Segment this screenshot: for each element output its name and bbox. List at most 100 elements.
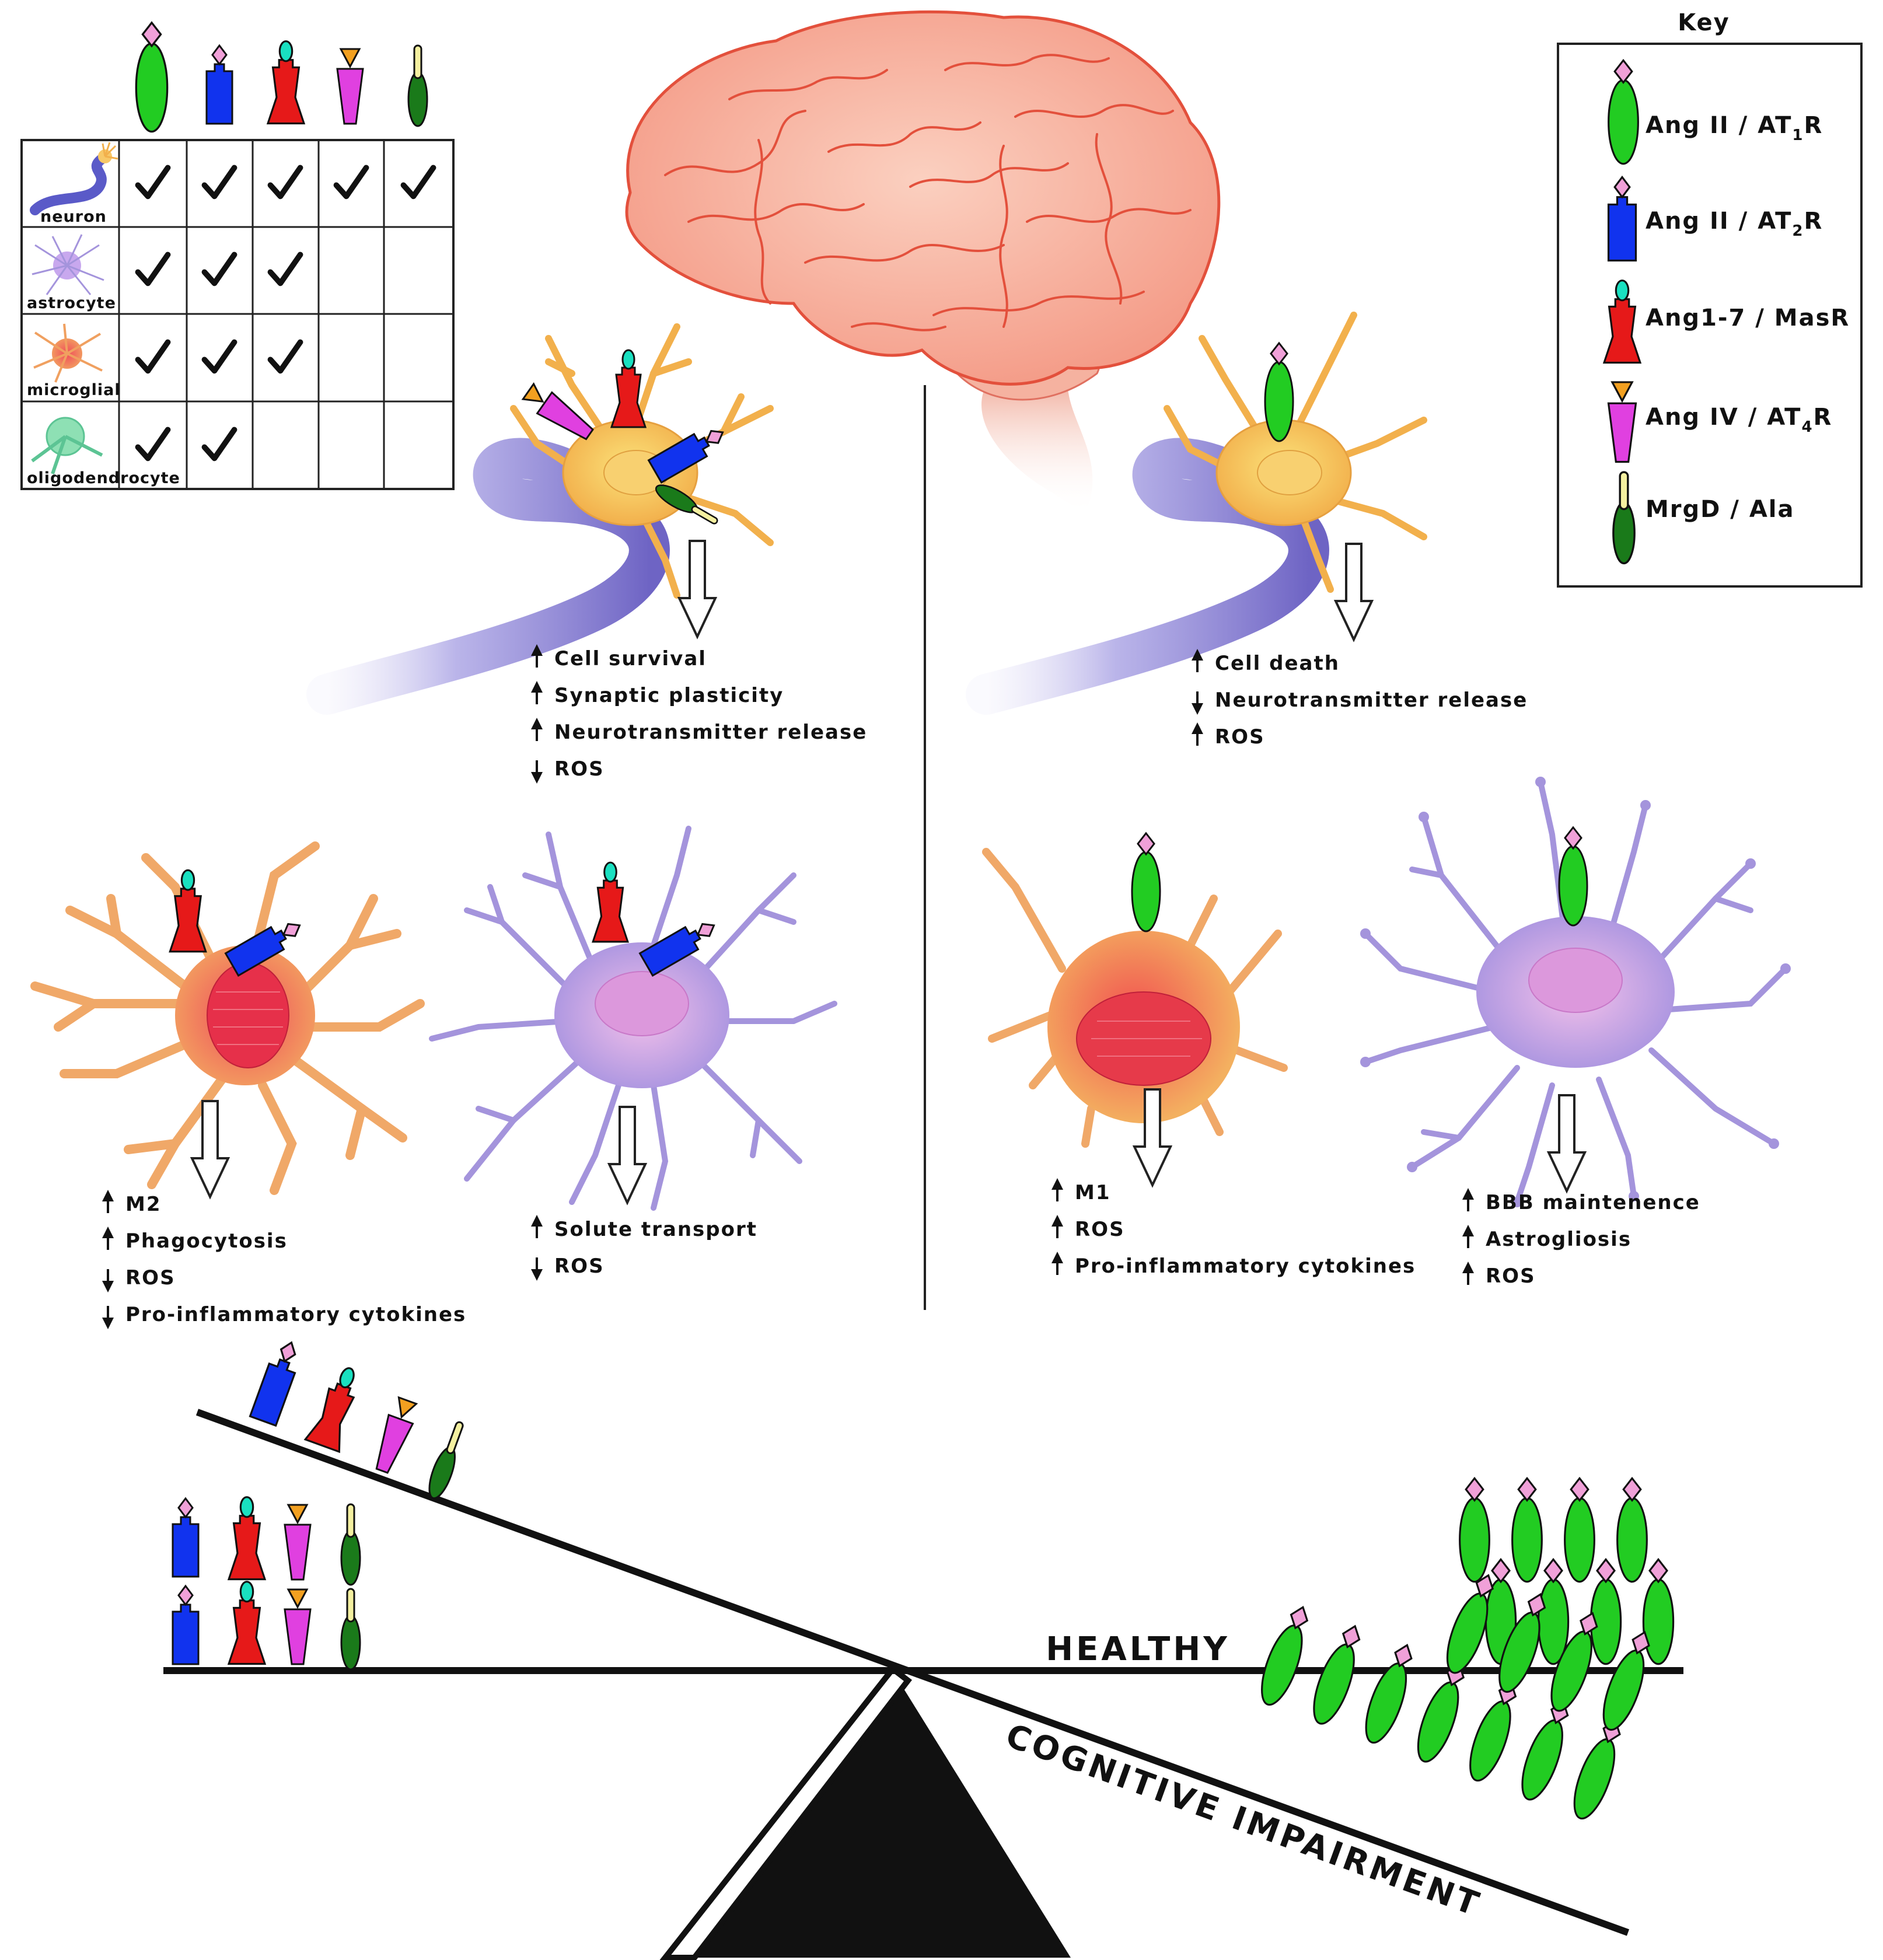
neuron-masr-receptor: [610, 349, 647, 428]
mrgd-ala-icon: [423, 1418, 470, 1503]
astrocyte-at1r-receptor: [1558, 826, 1588, 927]
row-label-astrocyte: astrocyte: [27, 294, 116, 312]
fulcrum: [691, 1681, 1071, 1958]
ang-ii-at1r-icon: [1511, 1477, 1543, 1583]
mrgd-ala-icon: [340, 1588, 361, 1671]
microglia-at1r-receptor: [1131, 832, 1161, 932]
effect-text: Pro-inflammatory cytokines: [125, 1303, 466, 1326]
effect-text: M2: [125, 1193, 162, 1216]
ang-iv-at4r-icon: [336, 48, 364, 125]
effect-text: ROS: [554, 757, 605, 781]
row-label-oligodendrocyte: oligodendrocyte: [27, 469, 180, 487]
healthy-astrocyte: [429, 826, 837, 1211]
key-legend: Key Ang II / AT1R Ang II / AT2R Ang1-7 /…: [1557, 9, 1863, 588]
impaired-label: COGNITIVE IMPAIRMENT: [1001, 1717, 1486, 1924]
astrocyte-impaired-down-arrow-icon: [1549, 1095, 1585, 1191]
ang-ii-at2r-icon: [172, 1497, 200, 1578]
key-label-masr: Ang1-7 / MasR: [1646, 305, 1850, 331]
ang-ii-at1r-icon: [1409, 1658, 1475, 1767]
key-label-at1r: Ang II / AT1R: [1646, 112, 1823, 144]
thumb-neuron-icon: [30, 142, 118, 215]
effect-text: ROS: [125, 1266, 176, 1290]
effect-text: BBB maintenence: [1486, 1191, 1700, 1214]
impaired-microglia: [982, 832, 1288, 1148]
ang-iv-at4r-icon: [284, 1588, 312, 1665]
impaired-neuron: [966, 312, 1427, 715]
table-header-icons: [135, 22, 428, 133]
neuron-healthy-down-arrow-icon: [679, 541, 715, 637]
key-title: Key: [1678, 9, 1730, 36]
ang-ii-at1r-icon: [1537, 1558, 1570, 1665]
mrgd-ala-icon: [407, 44, 428, 127]
thumb-oligodendrocyte-icon: [31, 417, 103, 474]
key-label-at4r: Ang IV / AT4R: [1646, 404, 1832, 436]
effect-text: Synaptic plasticity: [554, 684, 784, 707]
ang1-7-masr-icon: [228, 1581, 266, 1665]
thumb-astrocyte-icon: [32, 234, 104, 295]
ang-ii-at2r-icon: [172, 1585, 200, 1665]
neuron-at1r-receptor: [1264, 342, 1294, 442]
astrocyte-healthy-down-arrow-icon: [609, 1107, 645, 1203]
key-label-mrgd: MrgD / Ala: [1646, 496, 1795, 523]
expression-table: neuron astrocyte microglial oligodendroc…: [20, 22, 455, 490]
ang-iv-at4r-icon: [284, 1504, 312, 1581]
effect-text: ROS: [1486, 1264, 1536, 1288]
ang-ii-at1r-icon: [1564, 1477, 1595, 1583]
ang-ii-at1r-icon: [1305, 1620, 1370, 1730]
fulcrum-edge: [659, 1665, 913, 1960]
healthy-microglia: [30, 841, 425, 1195]
effect-text: Cell death: [1215, 652, 1340, 675]
ang-ii-at1r-icon: [1589, 1558, 1622, 1665]
tilted-beam-protective-receptors: [249, 1337, 470, 1503]
key-label-at2r: Ang II / AT2R: [1646, 208, 1823, 240]
astrocyte-endfeet: [1360, 777, 1791, 1207]
ang-ii-at1r-icon: [1252, 1601, 1318, 1711]
neuron-impaired-down-arrow-icon: [1336, 544, 1372, 640]
effect-text: M1: [1075, 1181, 1111, 1204]
ang-ii-at1r-icon: [1565, 1715, 1630, 1825]
brain-gyri: [664, 54, 1192, 331]
ang1-7-masr-icon: [304, 1361, 369, 1453]
ang-ii-at1r-icon: [1642, 1558, 1675, 1665]
brain-illustration: [625, 10, 1221, 513]
healthy-label: HEALTHY: [1046, 1630, 1230, 1668]
effect-text: Neurotransmitter release: [554, 721, 867, 744]
ang-ii-at1r-icon: [1461, 1677, 1526, 1787]
impaired-astrocyte: [1360, 777, 1791, 1207]
ang-ii-at1r-icon: [135, 22, 169, 133]
ang-ii-at1r-icon: [1459, 1477, 1490, 1583]
effect-text: ROS: [1215, 725, 1265, 749]
mrgd-ala-icon: [340, 1503, 361, 1586]
effect-text: ROS: [554, 1255, 605, 1278]
healthy-beam-protective-receptors: [172, 1496, 361, 1671]
ang-ii-at2r-icon: [249, 1337, 306, 1427]
ang-ii-at1r-icon: [1616, 1477, 1648, 1583]
balance-scale: HEALTHY COGNITIVE IMPAIRMENT: [163, 1337, 1683, 1960]
ang-ii-at1r-icon: [1357, 1639, 1422, 1749]
ang-ii-at2r-icon: [205, 44, 233, 125]
row-label-microglial: microglial: [27, 381, 121, 399]
ang-iv-at4r-icon: [369, 1395, 421, 1476]
effect-text: Astrogliosis: [1486, 1228, 1632, 1251]
astrocyte-masr-receptor: [592, 861, 629, 943]
ang1-7-masr-icon: [267, 40, 305, 125]
table-row-labels: neuron astrocyte microglial oligodendroc…: [27, 208, 180, 487]
table-gridlines: [22, 140, 453, 489]
ang-ii-at1r-icon: [1513, 1696, 1578, 1805]
effect-text: Pro-inflammatory cytokines: [1075, 1255, 1416, 1278]
effect-text: Cell survival: [554, 647, 707, 670]
effect-text: Neurotransmitter release: [1215, 689, 1528, 712]
effect-text: Phagocytosis: [125, 1229, 288, 1253]
ang1-7-masr-icon: [228, 1496, 266, 1581]
healthy-neuron: [306, 323, 774, 715]
thumb-microglial-icon: [33, 323, 103, 383]
row-label-neuron: neuron: [40, 208, 107, 226]
